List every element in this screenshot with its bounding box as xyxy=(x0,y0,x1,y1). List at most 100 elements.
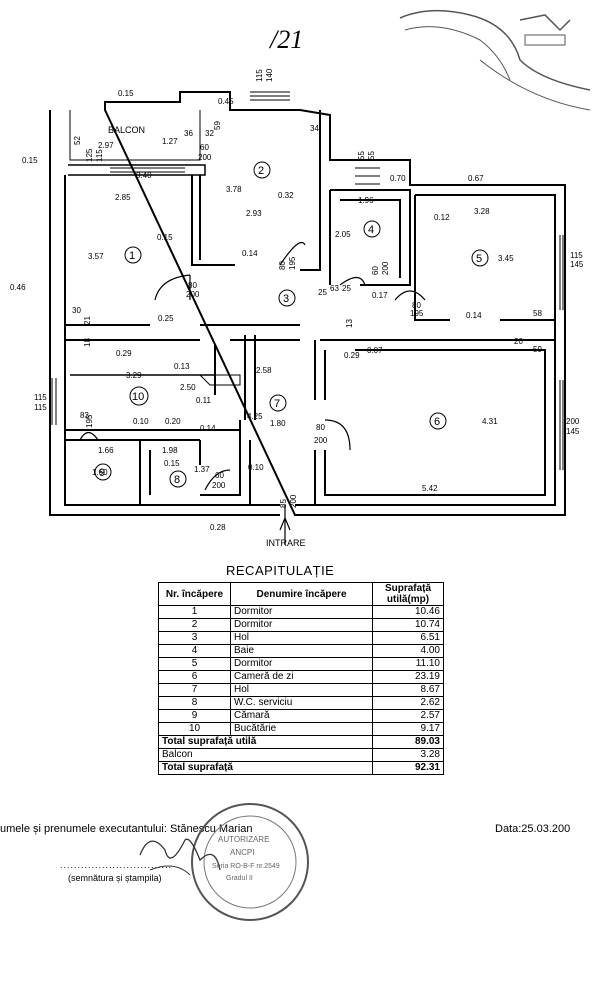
room-no: 1 xyxy=(158,605,231,619)
room-number-4: 4 xyxy=(368,224,374,236)
dim: 2.05 xyxy=(335,230,351,239)
dim: 32 xyxy=(205,129,214,138)
dim: 0.11 xyxy=(196,396,212,405)
room-area: 2.62 xyxy=(372,696,444,710)
total-useful-value: 89.03 xyxy=(372,735,444,749)
dim: 200 xyxy=(314,436,328,445)
walls xyxy=(49,91,566,516)
dim: 200 xyxy=(381,261,390,275)
svg-text:AUTORIZARE: AUTORIZARE xyxy=(218,835,269,844)
dim: 83 xyxy=(80,411,89,420)
dim: 0.20 xyxy=(165,417,181,426)
dim: 0.67 xyxy=(468,174,484,183)
dim: 115 xyxy=(570,251,583,260)
dim: 55 xyxy=(367,151,376,160)
room-name: Bucătărie xyxy=(230,722,373,736)
dim: 3.45 xyxy=(498,254,514,263)
col-header-room-name: Denumire încăpere xyxy=(230,582,373,606)
dim: 0.25 xyxy=(158,314,174,323)
room-name: Cămară xyxy=(230,709,373,723)
dim: 5.42 xyxy=(422,484,438,493)
balcony-row-value: 3.28 xyxy=(372,748,444,762)
room-no: 5 xyxy=(158,657,231,671)
dim: 145 xyxy=(570,260,584,269)
dim: 0.14 xyxy=(200,424,216,433)
page-number: /21 xyxy=(268,25,303,54)
dim: 2.97 xyxy=(98,141,114,150)
room-name: Cameră de zi xyxy=(230,670,373,684)
dim: 0.10 xyxy=(133,417,149,426)
room-area: 10.46 xyxy=(372,605,444,619)
room-no: 8 xyxy=(158,696,231,710)
dim: 0.14 xyxy=(242,249,258,258)
dim: 0.15 xyxy=(118,89,134,98)
dim: 200 xyxy=(198,153,212,162)
room-number-1: 1 xyxy=(129,250,135,262)
svg-text:Seria RO-B-F nr.2549: Seria RO-B-F nr.2549 xyxy=(212,863,280,870)
dim: 20 xyxy=(514,337,523,346)
room-no: 4 xyxy=(158,644,231,658)
dim: 25 xyxy=(318,288,327,297)
room-name: Dormitor xyxy=(230,605,373,619)
dim: 1.80 xyxy=(270,419,286,428)
dim: 115 xyxy=(255,69,264,82)
dim: 0.13 xyxy=(174,362,190,371)
dim: 0.14 xyxy=(466,311,482,320)
room-name: W.C. serviciu xyxy=(230,696,373,710)
room-area: 23.19 xyxy=(372,670,444,684)
windows xyxy=(51,91,564,470)
svg-text:Gradul II: Gradul II xyxy=(226,875,253,882)
room-no: 6 xyxy=(158,670,231,684)
col-header-room-no: Nr. încăpere xyxy=(158,582,231,606)
dim: 0.15 xyxy=(157,233,173,242)
svg-text:ANCPI: ANCPI xyxy=(230,848,254,857)
dim: 0.29 xyxy=(116,349,132,358)
dim: 4.25 xyxy=(247,412,263,421)
room-no: 3 xyxy=(158,631,231,645)
dim: 60 xyxy=(215,471,224,480)
dim: 30 xyxy=(72,306,81,315)
dim: 18 xyxy=(83,338,92,347)
dim: 0.45 xyxy=(218,97,234,106)
recap-title: RECAPITULAȚIE xyxy=(226,563,335,578)
dim: 0.46 xyxy=(10,283,26,292)
dim: 2.85 xyxy=(115,193,131,202)
dim: 85 xyxy=(279,499,288,508)
room-name: Dormitor xyxy=(230,618,373,632)
entrance-arrow xyxy=(279,516,291,531)
dim: 115 xyxy=(34,393,47,402)
dimension-labels: 0.15 0.45 115 140 2.97 1.27 52 36 32 59 … xyxy=(10,68,584,532)
room-no: 9 xyxy=(158,709,231,723)
room-name: Hol xyxy=(230,683,373,697)
recap-header-row: Nr. încăpere Denumire încăpere Suprafață… xyxy=(158,582,444,606)
dim: 25 xyxy=(342,284,351,293)
dim: 195 xyxy=(288,256,297,270)
stamp-signature-graphic: AUTORIZARE ANCPI Seria RO-B-F nr.2549 Gr… xyxy=(139,803,309,921)
dim: 36 xyxy=(184,129,193,138)
balcony-label: BALCON xyxy=(108,125,145,135)
entrance-label: INTRARE xyxy=(266,538,306,548)
dim: 0.12 xyxy=(434,213,450,222)
recap-table: Nr. încăpere Denumire încăpere Suprafață… xyxy=(158,582,444,775)
room-name: Hol xyxy=(230,631,373,645)
signature-dots: ................................ xyxy=(60,860,173,870)
room-number-5: 5 xyxy=(476,253,482,265)
dim: 2.50 xyxy=(180,383,196,392)
room-number-3: 3 xyxy=(283,293,289,305)
dim: 3.28 xyxy=(474,207,490,216)
dim: 200 xyxy=(212,481,226,490)
dim: 80 xyxy=(316,423,325,432)
dim: 60 xyxy=(200,143,209,152)
dim: 1.37 xyxy=(194,465,210,474)
signature-caption: (semnătura și ștampila) xyxy=(68,873,162,883)
dim: 115 xyxy=(95,149,104,162)
dim: 34 xyxy=(310,124,319,133)
